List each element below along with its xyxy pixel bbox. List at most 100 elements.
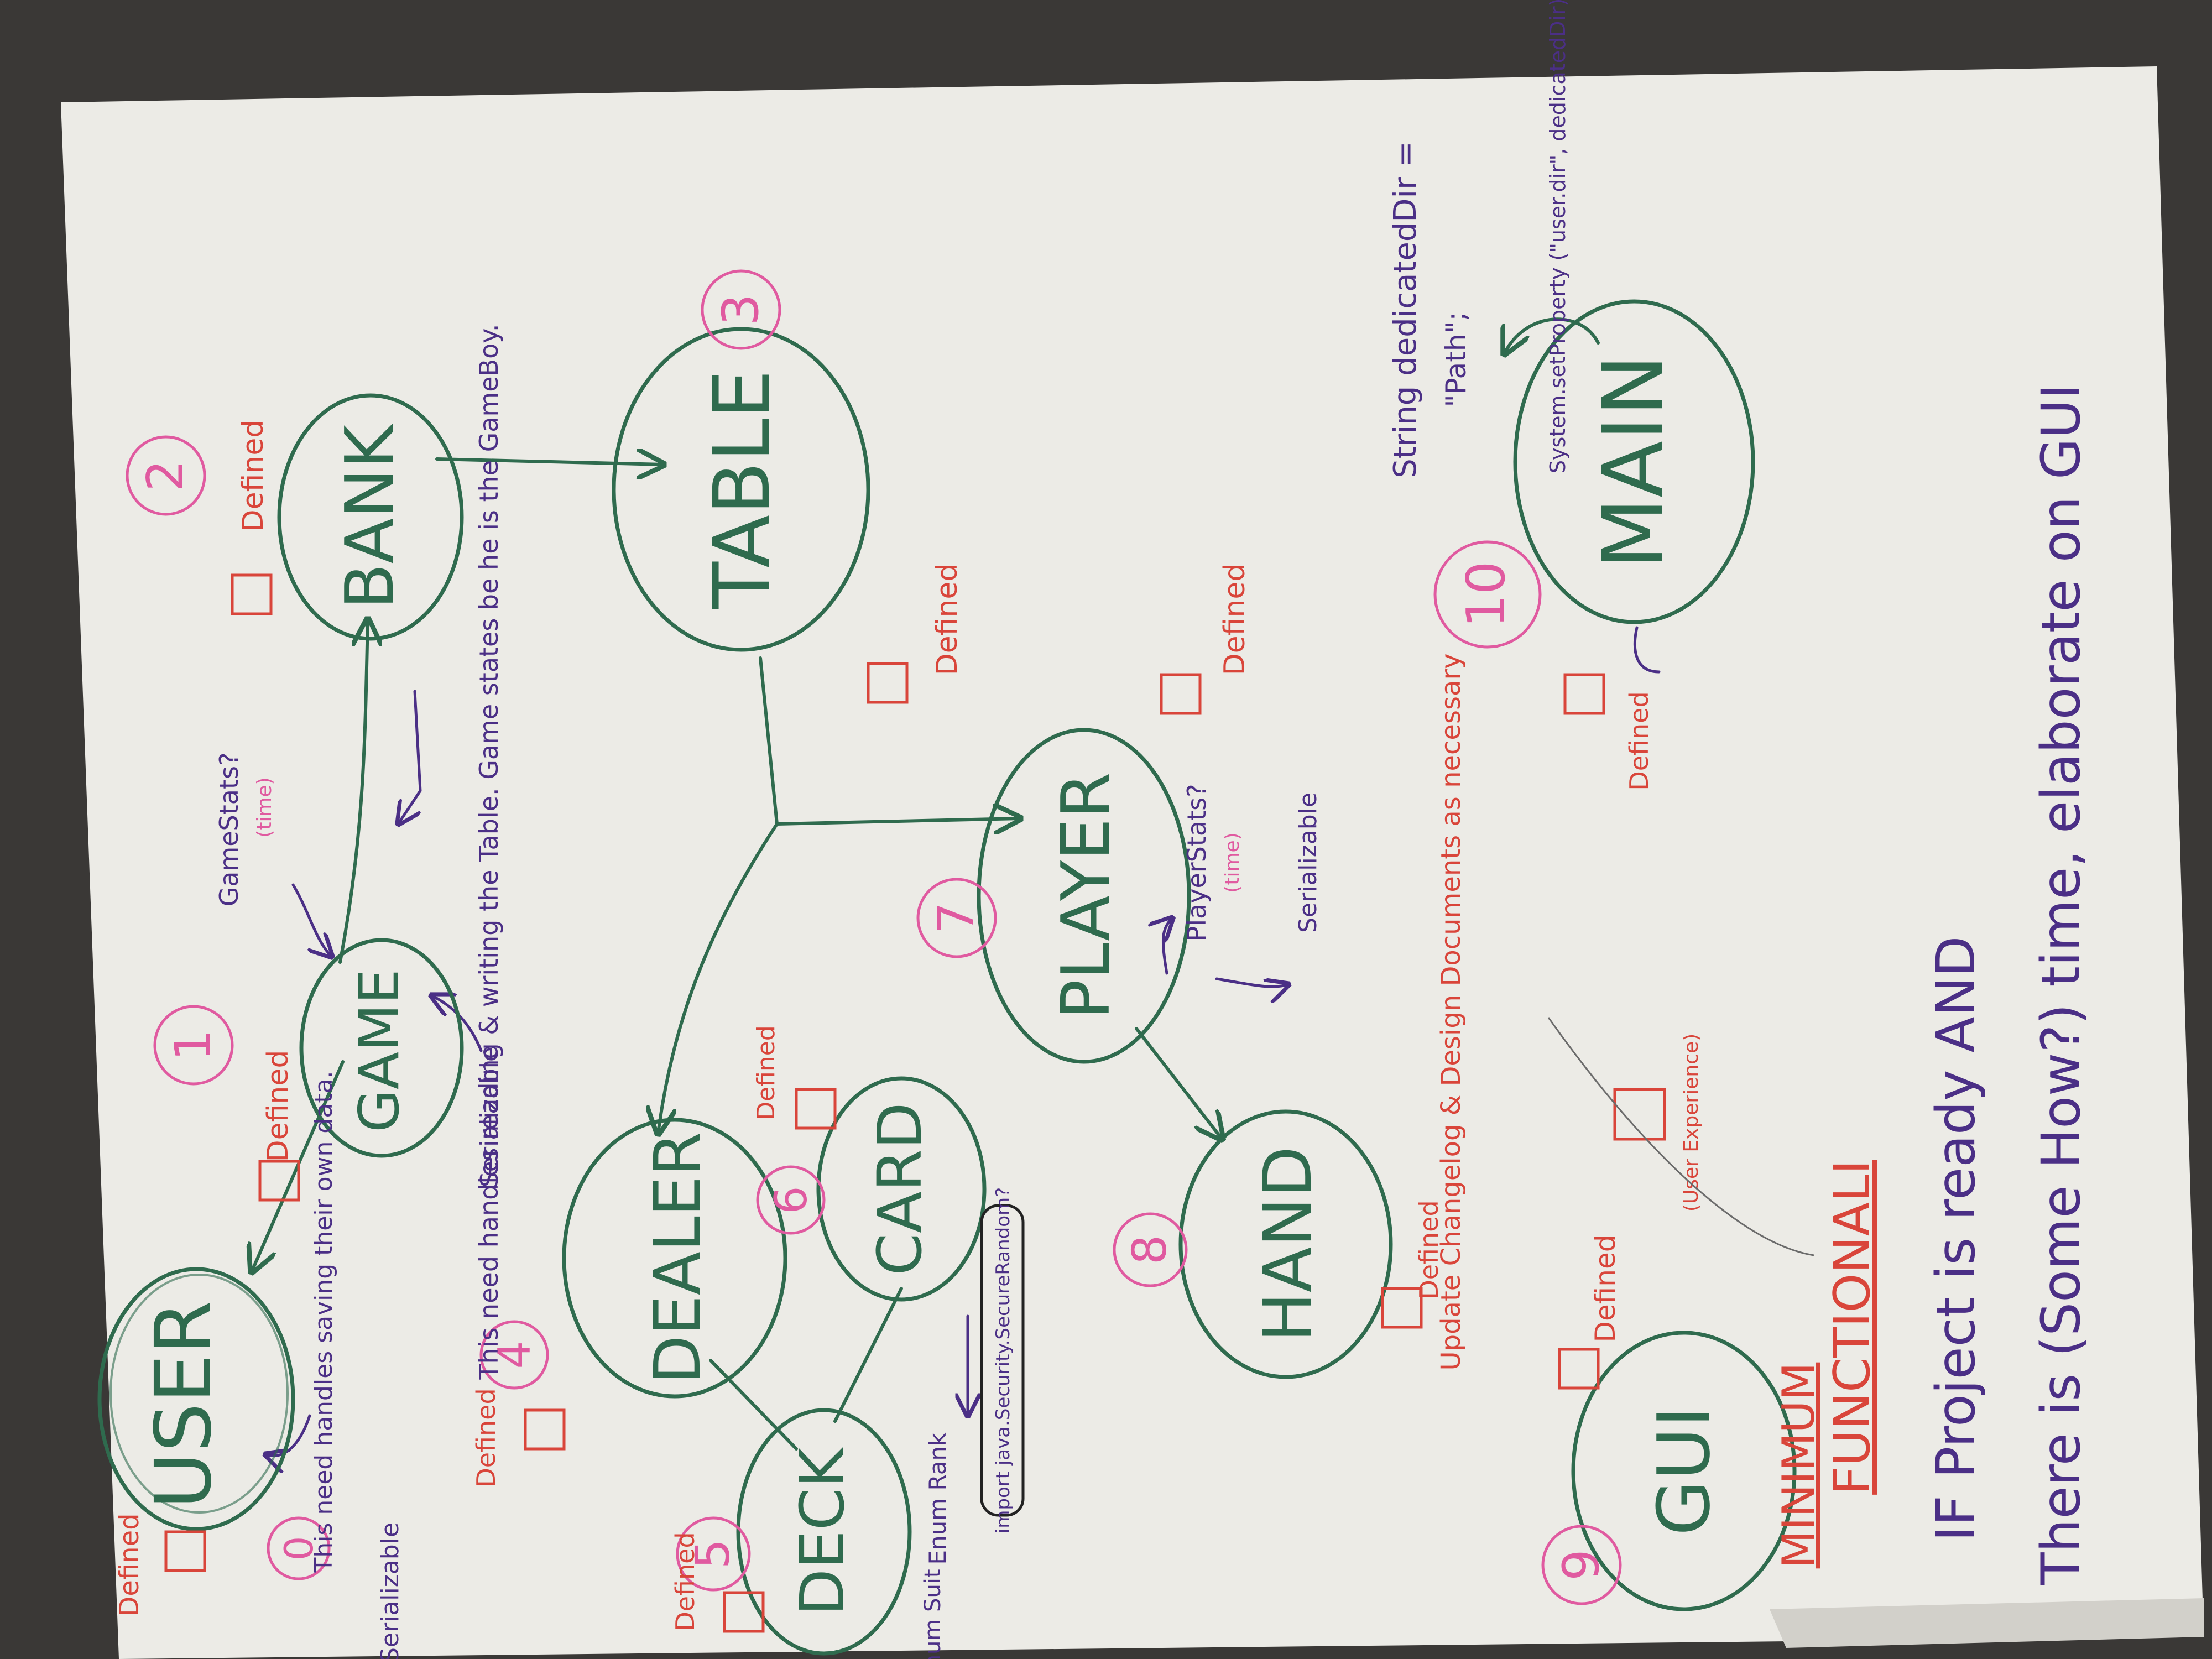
node-dealer-label: DEALER bbox=[641, 1132, 715, 1385]
node-hand[interactable]: HAND bbox=[1178, 1109, 1393, 1379]
svg-text:0: 0 bbox=[276, 1536, 322, 1561]
order-number-0: 0 bbox=[267, 1516, 331, 1580]
svg-text:Defined: Defined bbox=[1589, 1235, 1621, 1343]
svg-text:Defined: Defined bbox=[1624, 691, 1654, 790]
svg-text:3: 3 bbox=[712, 294, 770, 325]
note-main-1: String dedicatedDir = bbox=[1387, 141, 1423, 478]
node-game[interactable]: GAME bbox=[299, 938, 464, 1158]
note-main-3: System.setProperty ("user.dir", dedicate… bbox=[1546, 0, 1570, 473]
arrow-serializable-game bbox=[431, 995, 483, 1052]
arrow-serializable-player bbox=[1215, 977, 1288, 987]
svg-text:2: 2 bbox=[137, 460, 195, 491]
edge-dealer-deck bbox=[709, 1359, 798, 1451]
checkbox-deck[interactable]: Defined bbox=[670, 1532, 765, 1633]
order-number-6: 6 bbox=[756, 1165, 826, 1235]
arrow-playerstats bbox=[1163, 918, 1172, 975]
arrow-gamenote bbox=[398, 690, 422, 824]
checkbox-user-experience[interactable]: (User Experience) bbox=[1613, 1034, 1703, 1212]
arrow-main bbox=[1633, 626, 1661, 674]
note-if-line: IF Project is ready AND bbox=[1925, 936, 1987, 1541]
svg-text:(User Experience): (User Experience) bbox=[1680, 1034, 1703, 1212]
node-user-label: USER bbox=[139, 1300, 229, 1509]
notes: This need handles saving their own data.… bbox=[214, 0, 2092, 1659]
order-number-9: 9 bbox=[1541, 1525, 1622, 1605]
note-playerstats-time: (time) bbox=[1221, 832, 1244, 893]
node-deck[interactable]: DECK bbox=[736, 1408, 912, 1656]
order-number-7: 7 bbox=[916, 878, 997, 958]
note-player-serializable: Serializable bbox=[1294, 792, 1322, 933]
checkbox-main[interactable]: Defined bbox=[1563, 673, 1654, 791]
checkbox-dealer[interactable]: Defined bbox=[471, 1388, 566, 1488]
node-player[interactable]: PLAYER bbox=[977, 728, 1191, 1064]
node-main-label: MAIN bbox=[1585, 354, 1682, 569]
svg-text:8: 8 bbox=[1123, 1235, 1177, 1265]
checkbox-table[interactable]: Defined bbox=[867, 564, 964, 704]
svg-text:import java.Security.SecureRan: import java.Security.SecureRandom? bbox=[992, 1187, 1014, 1533]
svg-text:Defined: Defined bbox=[1414, 1200, 1444, 1299]
edge-bank-table bbox=[435, 459, 664, 465]
node-table-label: TABLE bbox=[697, 370, 787, 610]
note-gamestats-time: (time) bbox=[253, 777, 276, 837]
checkbox-hand[interactable]: Defined bbox=[1381, 1200, 1444, 1329]
svg-text:Defined: Defined bbox=[262, 1050, 295, 1162]
node-hand-label: HAND bbox=[1250, 1146, 1327, 1343]
edge-player-hand bbox=[1135, 1027, 1222, 1139]
arrow-userdata bbox=[265, 1414, 311, 1455]
svg-text:Defined: Defined bbox=[752, 1025, 780, 1120]
order-number-3: 3 bbox=[701, 269, 781, 350]
note-playerstats: PlayerStats? bbox=[1182, 784, 1212, 942]
checkbox-game[interactable]: Defined bbox=[258, 1050, 300, 1202]
node-bank-label: BANK bbox=[332, 423, 409, 609]
checkbox-player[interactable]: Defined bbox=[1160, 564, 1251, 715]
heading-minimum: MINIMUM bbox=[1773, 1363, 1824, 1569]
svg-text:Defined: Defined bbox=[237, 420, 270, 532]
node-card-label: CARD bbox=[864, 1102, 935, 1275]
svg-text:4: 4 bbox=[489, 1341, 540, 1369]
node-gui-label: GUI bbox=[1642, 1406, 1726, 1536]
annotation-arrows bbox=[265, 626, 1661, 1455]
edge-split-player bbox=[775, 818, 1020, 824]
note-game-serializable: Serializable bbox=[476, 1047, 504, 1187]
checkbox-user[interactable]: Defined bbox=[114, 1513, 206, 1617]
edge-card-deck bbox=[833, 1287, 903, 1423]
note-enum-suit: Enum Suit bbox=[920, 1569, 946, 1659]
edge-main-note bbox=[1504, 317, 1600, 354]
edge-game-bank bbox=[338, 619, 368, 964]
note-user-serializable: Serializable bbox=[376, 1522, 404, 1659]
svg-text:Update Changelog & Design Docu: Update Changelog & Design Documents as n… bbox=[1436, 653, 1467, 1370]
svg-text:Defined: Defined bbox=[931, 564, 964, 676]
node-game-label: GAME bbox=[347, 969, 411, 1132]
order-numbers: 1 2 3 4 5 6 7 8 bbox=[126, 269, 1622, 1605]
svg-text:7: 7 bbox=[927, 902, 985, 933]
checkbox-card[interactable]: Defined bbox=[752, 1025, 837, 1130]
note-there-line: There is (Some How?) time, elaborate on … bbox=[2030, 384, 2092, 1585]
node-card[interactable]: CARD bbox=[816, 1076, 987, 1302]
node-bank[interactable]: BANK bbox=[277, 393, 464, 641]
node-main[interactable]: MAIN bbox=[1513, 299, 1755, 624]
arrow-gamestats bbox=[291, 883, 332, 957]
heading-functionali: FUNCTIONALI bbox=[1823, 1160, 1881, 1495]
paper-sheet bbox=[61, 66, 2204, 1659]
node-user[interactable]: USER bbox=[97, 1267, 295, 1531]
svg-text:6: 6 bbox=[765, 1186, 817, 1214]
checkbox-bank[interactable]: Defined bbox=[231, 420, 273, 615]
note-enum-rank: Enum Rank bbox=[924, 1432, 951, 1565]
node-deck-label: DECK bbox=[787, 1447, 858, 1616]
node-dealer[interactable]: DEALER bbox=[562, 1118, 787, 1399]
note-main-2: "Path"; bbox=[1440, 312, 1472, 408]
edge-split-dealer bbox=[658, 822, 779, 1134]
order-number-2: 2 bbox=[126, 435, 206, 516]
checkbox-gui[interactable]: Defined bbox=[1558, 1235, 1621, 1390]
order-number-8: 8 bbox=[1113, 1212, 1188, 1287]
note-import: import java.Security.SecureRandom? bbox=[980, 1187, 1025, 1533]
note-game: This need handles reading & writing the … bbox=[474, 324, 504, 1380]
node-gui[interactable]: GUI bbox=[1571, 1331, 1797, 1611]
svg-text:10: 10 bbox=[1456, 561, 1517, 628]
node-player-label: PLAYER bbox=[1048, 772, 1125, 1019]
svg-text:Defined: Defined bbox=[670, 1532, 700, 1631]
node-table[interactable]: TABLE bbox=[612, 327, 870, 652]
svg-text:5: 5 bbox=[686, 1539, 740, 1569]
svg-text:Defined: Defined bbox=[471, 1388, 501, 1487]
